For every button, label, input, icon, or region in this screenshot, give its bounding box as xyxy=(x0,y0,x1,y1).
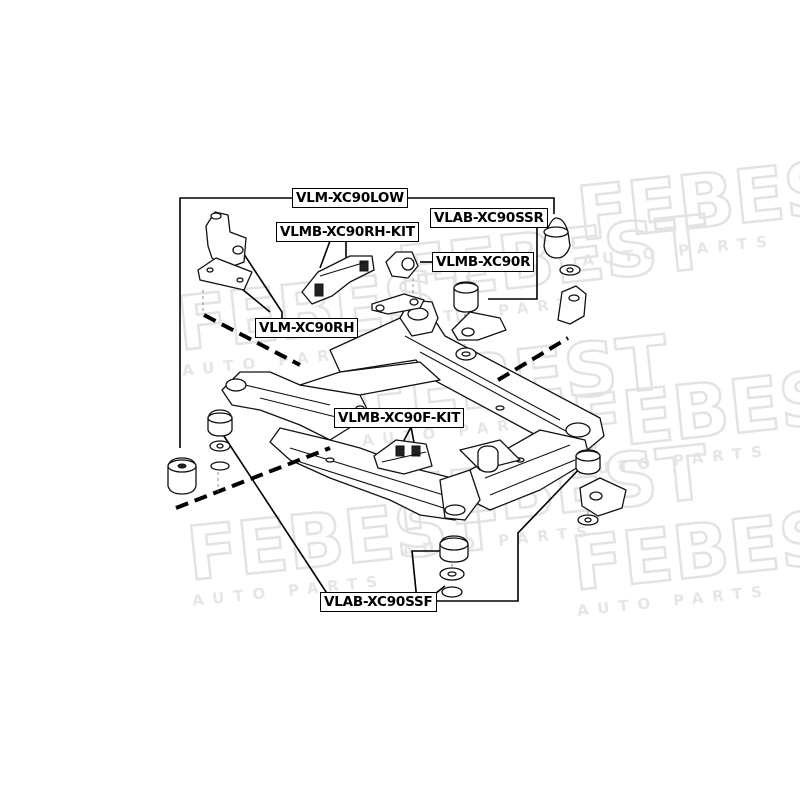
label-vlm-xc90low: VLM-XC90LOW xyxy=(292,188,408,208)
label-vlmb-xc90r: VLMB-XC90R xyxy=(432,252,535,272)
vlab-xc90ssf-front-right xyxy=(575,449,627,526)
vlm-xc90low-mount xyxy=(167,457,197,495)
vlm-xc90rh-bracket xyxy=(197,211,253,291)
subframe xyxy=(221,299,605,521)
vlab-xc90ssr-middle xyxy=(451,281,507,361)
label-vlmb-xc90rh-kit: VLMB-XC90RH-KIT xyxy=(276,222,419,242)
label-vlmb-xc90f-kit: VLMB-XC90F-KIT xyxy=(334,408,465,428)
leader-lines xyxy=(179,197,585,602)
label-vlm-xc90rh: VLM-XC90RH xyxy=(255,318,359,338)
vlmb-xc90rh-kit-arm xyxy=(301,255,375,305)
vlab-xc90ssr-right xyxy=(543,217,587,325)
label-vlab-xc90ssf: VLAB-XC90SSF xyxy=(320,592,437,612)
vlmb-xc90f-kit-bracket xyxy=(373,439,433,475)
vlab-xc90ssf-front-left xyxy=(207,409,233,471)
label-vlab-xc90ssr: VLAB-XC90SSR xyxy=(430,208,548,228)
vlab-xc90ssf-front-center xyxy=(439,535,469,598)
vlmb-xc90r-bushing xyxy=(371,251,425,315)
center-bushing xyxy=(477,445,499,473)
